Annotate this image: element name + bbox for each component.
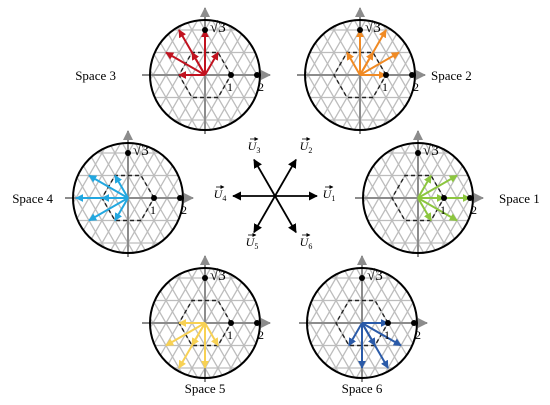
- space-1-label: Space 1: [499, 191, 540, 206]
- dashed-hexagon: [333, 51, 387, 99]
- point-one: [228, 72, 234, 78]
- switching-vector: [165, 322, 206, 347]
- point-two: [467, 195, 473, 201]
- label-root-three: √3: [365, 20, 381, 36]
- space-4-label: Space 4: [12, 191, 53, 206]
- switching-vector: [88, 174, 129, 199]
- vector-u6: [274, 195, 297, 234]
- label-two: 2: [415, 328, 421, 342]
- point-two: [177, 195, 183, 201]
- vector-u6-label: U6: [300, 235, 313, 251]
- switching-vector: [114, 197, 129, 222]
- space-panels: 1 2 √3 1 2 √3 1 2 √3 1 2 √3 1 2 √3 1 2 √3: [65, 7, 484, 382]
- point-two: [411, 320, 417, 326]
- point-one: [151, 195, 157, 201]
- switching-vector: [417, 197, 432, 222]
- switching-vector: [88, 197, 129, 222]
- switching-vector: [114, 174, 129, 199]
- point-two: [254, 320, 260, 326]
- switching-vector: [204, 322, 219, 347]
- label-root-three: √3: [423, 143, 439, 159]
- label-one: 1: [227, 80, 233, 94]
- space-6-vectors: [348, 319, 402, 369]
- point-one: [385, 320, 391, 326]
- switching-vector: [346, 51, 361, 76]
- switching-vector: [359, 51, 400, 76]
- vector-u3-label: U3: [248, 139, 261, 155]
- switching-vector: [204, 51, 219, 76]
- switching-vector: [165, 51, 206, 76]
- switching-vector: [361, 322, 402, 347]
- label-two: 2: [258, 328, 264, 342]
- space-3-vectors: [165, 29, 219, 79]
- label-one: 1: [382, 80, 388, 94]
- vector-u1-label: U1: [323, 187, 336, 203]
- point-root-three: [202, 26, 208, 33]
- switching-vector: [417, 174, 458, 199]
- label-two: 2: [258, 80, 264, 94]
- label-one: 1: [384, 328, 390, 342]
- space-2-vectors: [346, 29, 400, 79]
- label-root-three: √3: [210, 268, 226, 284]
- label-one: 1: [150, 203, 156, 217]
- space-6-label: Space 6: [342, 381, 383, 396]
- label-one: 1: [440, 203, 446, 217]
- vector-u5: [253, 195, 276, 234]
- space-4-vectors: [75, 174, 129, 222]
- point-root-three: [415, 149, 421, 156]
- space-2-label: Space 2: [431, 68, 472, 83]
- switching-vector: [348, 322, 363, 347]
- point-two: [254, 72, 260, 78]
- space-5-panel: 1 2 √3: [142, 255, 271, 382]
- point-root-three: [357, 26, 363, 33]
- space-3-panel: 1 2 √3: [142, 7, 271, 134]
- point-root-three: [202, 274, 208, 281]
- vector-u2: [274, 158, 297, 197]
- label-one: 1: [227, 328, 233, 342]
- switching-vector: [191, 51, 206, 76]
- label-two: 2: [413, 80, 419, 94]
- point-two: [409, 72, 415, 78]
- point-one: [228, 320, 234, 326]
- space-3-label: Space 3: [75, 68, 116, 83]
- label-root-three: √3: [210, 20, 226, 36]
- switching-vector: [417, 174, 432, 199]
- label-two: 2: [471, 203, 477, 217]
- space-5-vectors: [165, 319, 219, 369]
- vector-u4-label: U4: [214, 187, 227, 203]
- label-root-three: √3: [133, 143, 149, 159]
- switching-vector: [361, 322, 376, 347]
- label-root-three: √3: [367, 268, 383, 284]
- point-root-three: [359, 274, 365, 281]
- point-one: [383, 72, 389, 78]
- switching-vector: [359, 51, 374, 76]
- space-6-panel: 1 2 √3: [299, 255, 428, 382]
- label-two: 2: [181, 203, 187, 217]
- switching-vector: [417, 197, 458, 222]
- space-5-label: Space 5: [185, 381, 226, 396]
- vector-u3: [253, 158, 276, 197]
- point-root-three: [125, 149, 131, 156]
- point-one: [441, 195, 447, 201]
- vector-u2-label: U2: [300, 139, 313, 155]
- vector-u5-label: U5: [246, 235, 259, 251]
- switching-vector: [191, 322, 206, 347]
